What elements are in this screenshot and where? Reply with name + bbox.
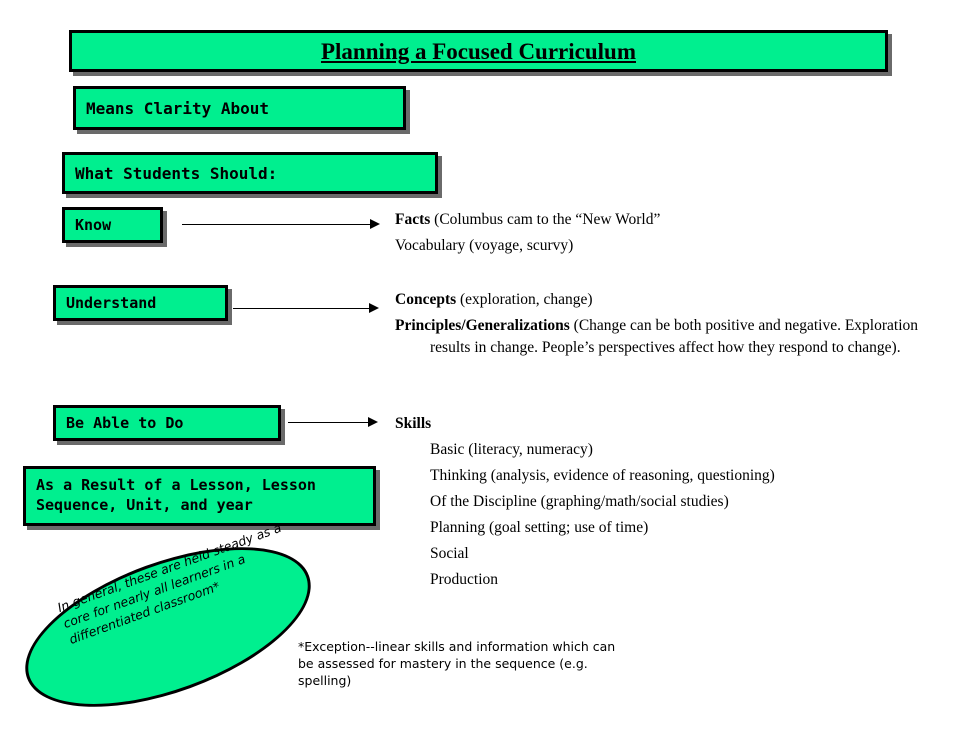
- understand-arrow: [233, 303, 379, 313]
- facts-label: Facts: [395, 211, 431, 228]
- principles-label: Principles/Generalizations: [395, 317, 570, 334]
- means-box: Means Clarity About: [73, 86, 406, 130]
- do-label: Be Able to Do: [66, 414, 184, 432]
- know-content: Facts (Columbus cam to the “New World” V…: [395, 207, 955, 259]
- skill-item: Basic (literacy, numeracy): [430, 441, 593, 458]
- know-label: Know: [75, 216, 112, 234]
- students-box: What Students Should:: [62, 152, 438, 194]
- understand-label: Understand: [66, 294, 157, 312]
- title-banner: Planning a Focused Curriculum: [69, 30, 888, 72]
- vocab-text: Vocabulary (voyage, scurvy): [395, 237, 574, 254]
- skills-label: Skills: [395, 415, 432, 432]
- understand-content: Concepts (exploration, change) Principle…: [395, 287, 955, 359]
- do-box: Be Able to Do: [53, 405, 281, 441]
- know-arrow: [182, 219, 380, 229]
- skill-item: Social: [430, 545, 469, 562]
- do-arrow: [288, 417, 378, 427]
- means-label: Means Clarity About: [86, 98, 270, 118]
- know-box: Know: [62, 207, 163, 243]
- understand-box: Understand: [53, 285, 228, 321]
- skill-item: Of the Discipline (graphing/math/social …: [430, 493, 729, 510]
- skills-content: Skills Basic (literacy, numeracy) Thinki…: [395, 411, 955, 593]
- concepts-label: Concepts: [395, 291, 457, 308]
- page-title: Planning a Focused Curriculum: [320, 39, 636, 64]
- principles-text: (Change can be both positive and negativ…: [430, 317, 919, 356]
- result-box: As a Result of a Lesson, Lesson Sequence…: [23, 466, 376, 526]
- students-label: What Students Should:: [75, 163, 278, 183]
- result-label: As a Result of a Lesson, Lesson Sequence…: [36, 476, 316, 514]
- exception-note: *Exception--linear skills and informatio…: [298, 639, 616, 688]
- skill-item: Planning (goal setting; use of time): [430, 519, 649, 536]
- skill-item: Production: [430, 571, 499, 588]
- skill-item: Thinking (analysis, evidence of reasonin…: [430, 467, 775, 484]
- facts-text: (Columbus cam to the “New World”: [430, 211, 661, 228]
- concepts-text: (exploration, change): [456, 291, 593, 308]
